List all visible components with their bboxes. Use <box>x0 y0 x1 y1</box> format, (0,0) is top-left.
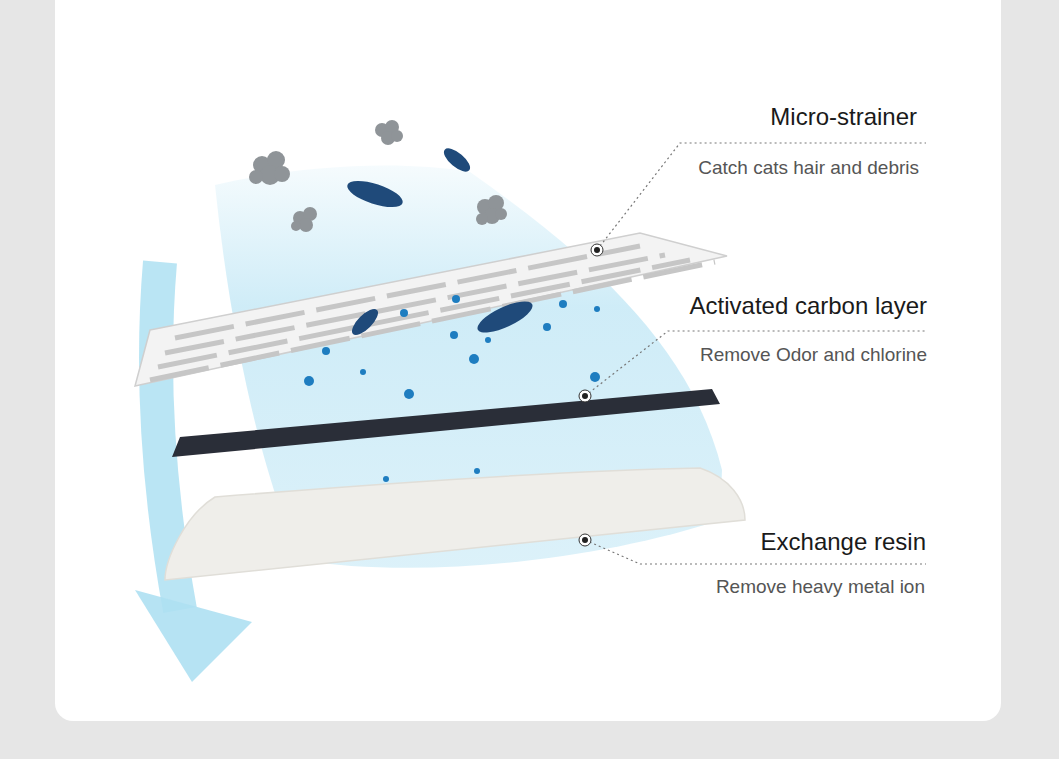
activated-carbon-plate <box>172 389 720 457</box>
exchange-resin-plate <box>165 468 745 580</box>
part-description: Remove Odor and chlorine <box>700 343 927 367</box>
part-name: Micro-strainer <box>770 103 917 131</box>
micro-strainer-plate <box>135 233 727 386</box>
strainer-slots <box>150 246 715 380</box>
bacteria <box>344 144 473 212</box>
leader-lines <box>585 143 926 564</box>
part-description: Remove heavy metal ion <box>716 575 925 599</box>
debris-particles <box>249 120 507 232</box>
part-name: Exchange resin <box>761 528 926 556</box>
trapped-bacteria <box>348 295 536 339</box>
leader-dots <box>579 244 603 546</box>
part-name: Activated carbon layer <box>690 292 927 320</box>
part-description: Catch cats hair and debris <box>698 156 919 180</box>
impurity-dots <box>304 295 600 482</box>
flow-arrow-head <box>135 590 252 682</box>
